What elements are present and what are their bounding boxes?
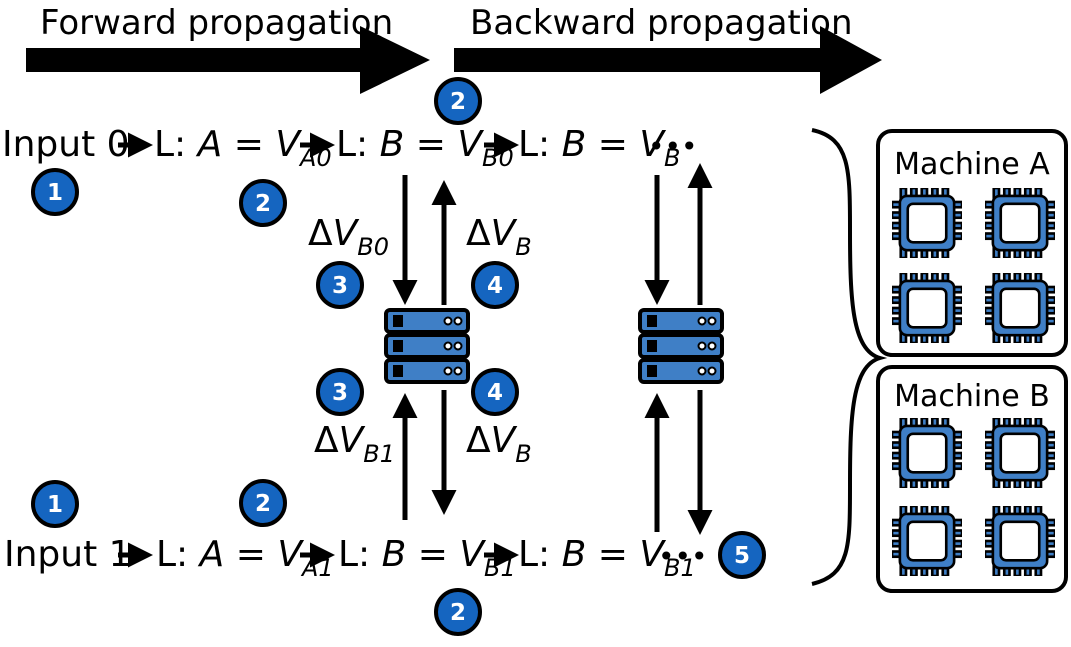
badge-2-bottom-left: 2 [239, 479, 287, 527]
badge-2-top-left: 2 [239, 179, 287, 227]
badge-5: 5 [718, 531, 766, 579]
input-0-label: Input 0 [2, 124, 130, 165]
svg-text:1: 1 [47, 492, 63, 518]
row0-layer-a: L: A = VA0 [154, 124, 332, 172]
left-sync-arrows [392, 175, 457, 520]
svg-text:1: 1 [47, 180, 63, 206]
svg-text:4: 4 [487, 380, 503, 406]
machine-b-box: Machine B [876, 365, 1068, 593]
row0-layer-b1: L: B = VB0 [336, 124, 514, 172]
badge-4-bottom: 4 [471, 368, 519, 416]
gpu-chip-icon [985, 506, 1055, 576]
gpu-chip-icon [892, 273, 962, 343]
forward-propagation-arrow: Forward propagation [26, 3, 430, 94]
gpu-chip-icon [985, 188, 1055, 258]
step-badges: 2 1 2 3 4 3 4 1 2 2 5 [31, 77, 766, 636]
row1-ellipsis: ••• [658, 540, 708, 573]
gradient-label-top-right: ΔVB [466, 213, 532, 261]
svg-text:4: 4 [487, 273, 503, 299]
gpu-chip-icon [892, 506, 962, 576]
svg-text:3: 3 [332, 380, 348, 406]
row1-layer-b2: L: B = VB1 [518, 534, 696, 582]
row0-ellipsis: ••• [648, 130, 698, 163]
gradient-label-bottom-right: ΔVB [466, 420, 532, 468]
badge-1-top: 1 [31, 168, 79, 216]
svg-text:2: 2 [255, 191, 271, 217]
machine-b-label: Machine B [894, 379, 1050, 414]
backward-propagation-arrow: Backward propagation [454, 3, 882, 94]
svg-text:2: 2 [450, 600, 466, 626]
badge-1-bottom: 1 [31, 480, 79, 528]
badge-2-top-center: 2 [434, 77, 482, 125]
parameter-server-1-icon [384, 308, 470, 384]
gpu-chip-icon [892, 418, 962, 488]
parameter-server-2-icon [638, 308, 724, 384]
gpu-chip-icon [985, 418, 1055, 488]
badge-4-top: 4 [471, 261, 519, 309]
forward-propagation-label: Forward propagation [40, 3, 393, 43]
badge-3-top: 3 [316, 261, 364, 309]
machine-a-label: Machine A [894, 147, 1050, 182]
svg-text:3: 3 [332, 273, 348, 299]
gradient-label-bottom-left: ΔVB1 [314, 420, 395, 468]
svg-text:2: 2 [450, 89, 466, 115]
gpu-chip-icon [892, 188, 962, 258]
row1-layer-a: L: A = VA1 [156, 534, 334, 582]
grouping-brace [811, 128, 888, 586]
badge-2-bottom-center: 2 [434, 588, 482, 636]
svg-text:5: 5 [734, 543, 750, 569]
input-1-label: Input 1 [4, 534, 132, 575]
backward-propagation-label: Backward propagation [470, 3, 853, 43]
row-input-1: Input 1 L: A = VA1 L: B = VB1 L: B = VB1… [4, 534, 708, 582]
machine-a-box: Machine A [876, 129, 1068, 357]
row1-layer-b1: L: B = VB1 [338, 534, 516, 582]
row-input-0: Input 0 L: A = VA0 L: B = VB0 L: B = VB … [2, 124, 698, 172]
row0-layer-b2: L: B = VB [518, 124, 681, 172]
gpu-chip-icon [985, 273, 1055, 343]
badge-3-bottom: 3 [316, 368, 364, 416]
svg-text:2: 2 [255, 491, 271, 517]
gradient-label-top-left: ΔVB0 [308, 213, 389, 261]
right-sync-arrows [644, 163, 713, 535]
